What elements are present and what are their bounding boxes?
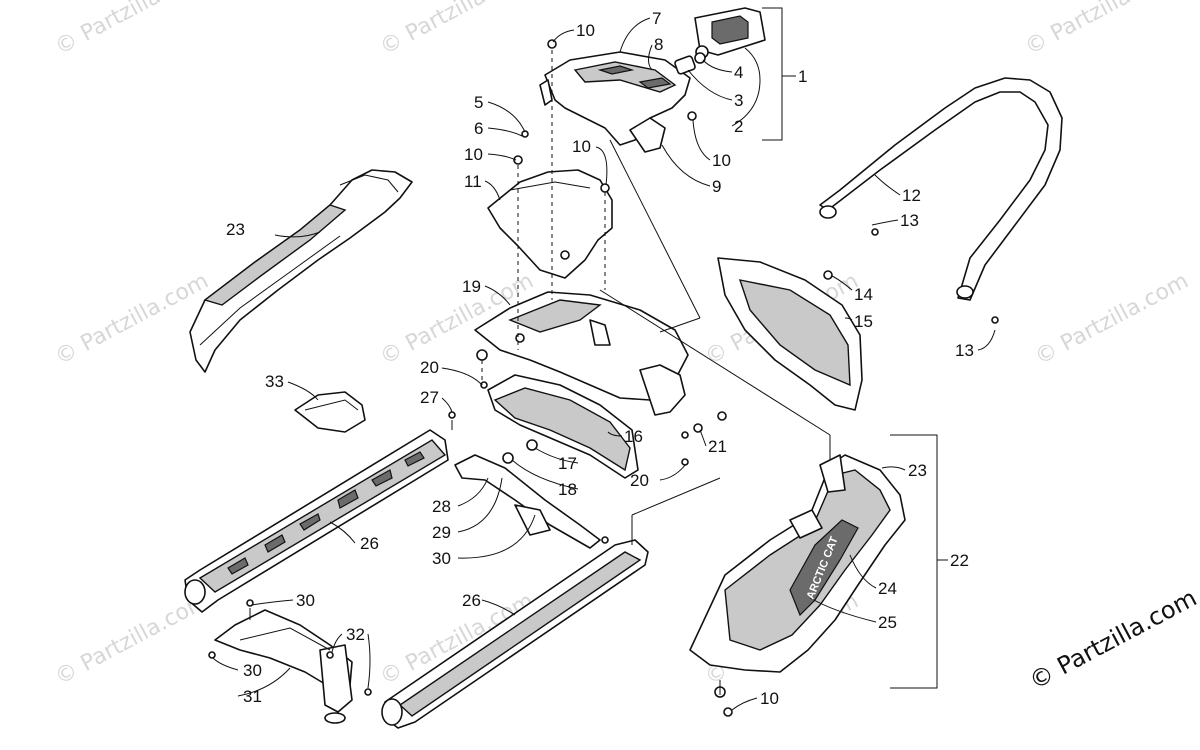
callout-23: 23 — [226, 220, 245, 239]
callout-21: 21 — [708, 437, 727, 456]
callout-10: 10 — [464, 145, 483, 164]
callout-24: 24 — [878, 579, 897, 598]
part-22-lower-side-panel — [689, 454, 906, 673]
callout-14: 14 — [854, 285, 873, 304]
callout-6: 6 — [474, 119, 483, 138]
part-31-lower-bracket — [214, 609, 353, 724]
watermark: © Partzilla.com — [1031, 269, 1193, 371]
callout-26: 26 — [462, 591, 481, 610]
callout-8: 8 — [654, 35, 663, 54]
callout-22: 22 — [950, 551, 969, 570]
callout-10: 10 — [576, 21, 595, 40]
copyright-notice: © Partzilla.com — [1025, 584, 1200, 696]
callout-16: 16 — [624, 427, 643, 446]
callout-30: 30 — [296, 591, 315, 610]
callout-23: 23 — [908, 461, 927, 480]
part-2-taillight-lens — [694, 7, 766, 59]
watermark: © Partzilla.com — [51, 589, 213, 691]
part-19-inner-fender — [474, 291, 689, 416]
watermark: © Partzilla.com — [1021, 0, 1183, 60]
watermark: © Partzilla.com — [51, 0, 213, 60]
part-28-bracket — [454, 454, 601, 549]
callout-1: 1 — [798, 67, 807, 86]
callout-18: 18 — [558, 480, 577, 499]
callout-19: 19 — [462, 277, 481, 296]
callout-7: 7 — [652, 9, 661, 28]
callout-2: 2 — [734, 117, 743, 136]
fasteners — [208, 39, 999, 717]
part-3-socket — [674, 52, 706, 75]
part-15-side-panel — [717, 257, 863, 411]
callout-11: 11 — [464, 172, 482, 191]
callout-9: 9 — [712, 177, 721, 196]
callout-13: 13 — [900, 211, 919, 230]
part-26-left-rail — [184, 429, 449, 613]
callout-10: 10 — [712, 151, 731, 170]
watermark: © Partzilla.com — [51, 269, 213, 371]
bracket-assembly-1 — [762, 7, 796, 141]
leader-lines — [212, 17, 996, 711]
part-11-bracket — [487, 169, 613, 279]
callout-10: 10 — [760, 689, 779, 708]
part-7-taillight-housing — [539, 51, 691, 153]
assembly-lines — [249, 50, 831, 695]
callout-30: 30 — [243, 661, 262, 680]
callout-20: 20 — [630, 471, 649, 490]
callout-15: 15 — [854, 312, 873, 331]
callout-32: 32 — [346, 625, 365, 644]
callout-13: 13 — [955, 341, 974, 360]
callout-29: 29 — [432, 523, 451, 542]
part-26-right-rail — [381, 539, 649, 729]
callout-17: 17 — [558, 454, 577, 473]
callout-12: 12 — [902, 186, 921, 205]
callout-3: 3 — [734, 91, 743, 110]
callout-20: 20 — [420, 358, 439, 377]
callout-10: 10 — [572, 137, 591, 156]
callout-28: 28 — [432, 497, 451, 516]
callout-25: 25 — [878, 613, 897, 632]
callout-4: 4 — [734, 63, 743, 82]
callout-labels: 10 7 8 1 4 3 2 5 6 10 10 10 9 11 12 13 2… — [226, 9, 974, 708]
callout-31: 31 — [243, 687, 262, 706]
callout-26: 26 — [360, 534, 379, 553]
part-16-mud-flap — [487, 374, 639, 479]
part-12-grab-bar — [819, 77, 1063, 301]
callout-30: 30 — [432, 549, 451, 568]
callout-27: 27 — [420, 388, 439, 407]
part-33-cover — [294, 391, 366, 433]
watermark: © Partzilla.com — [376, 0, 538, 60]
callout-33: 33 — [265, 372, 284, 391]
callout-5: 5 — [474, 93, 483, 112]
part-23-left-side-panel — [189, 169, 413, 373]
bracket-assembly-22 — [890, 434, 948, 689]
